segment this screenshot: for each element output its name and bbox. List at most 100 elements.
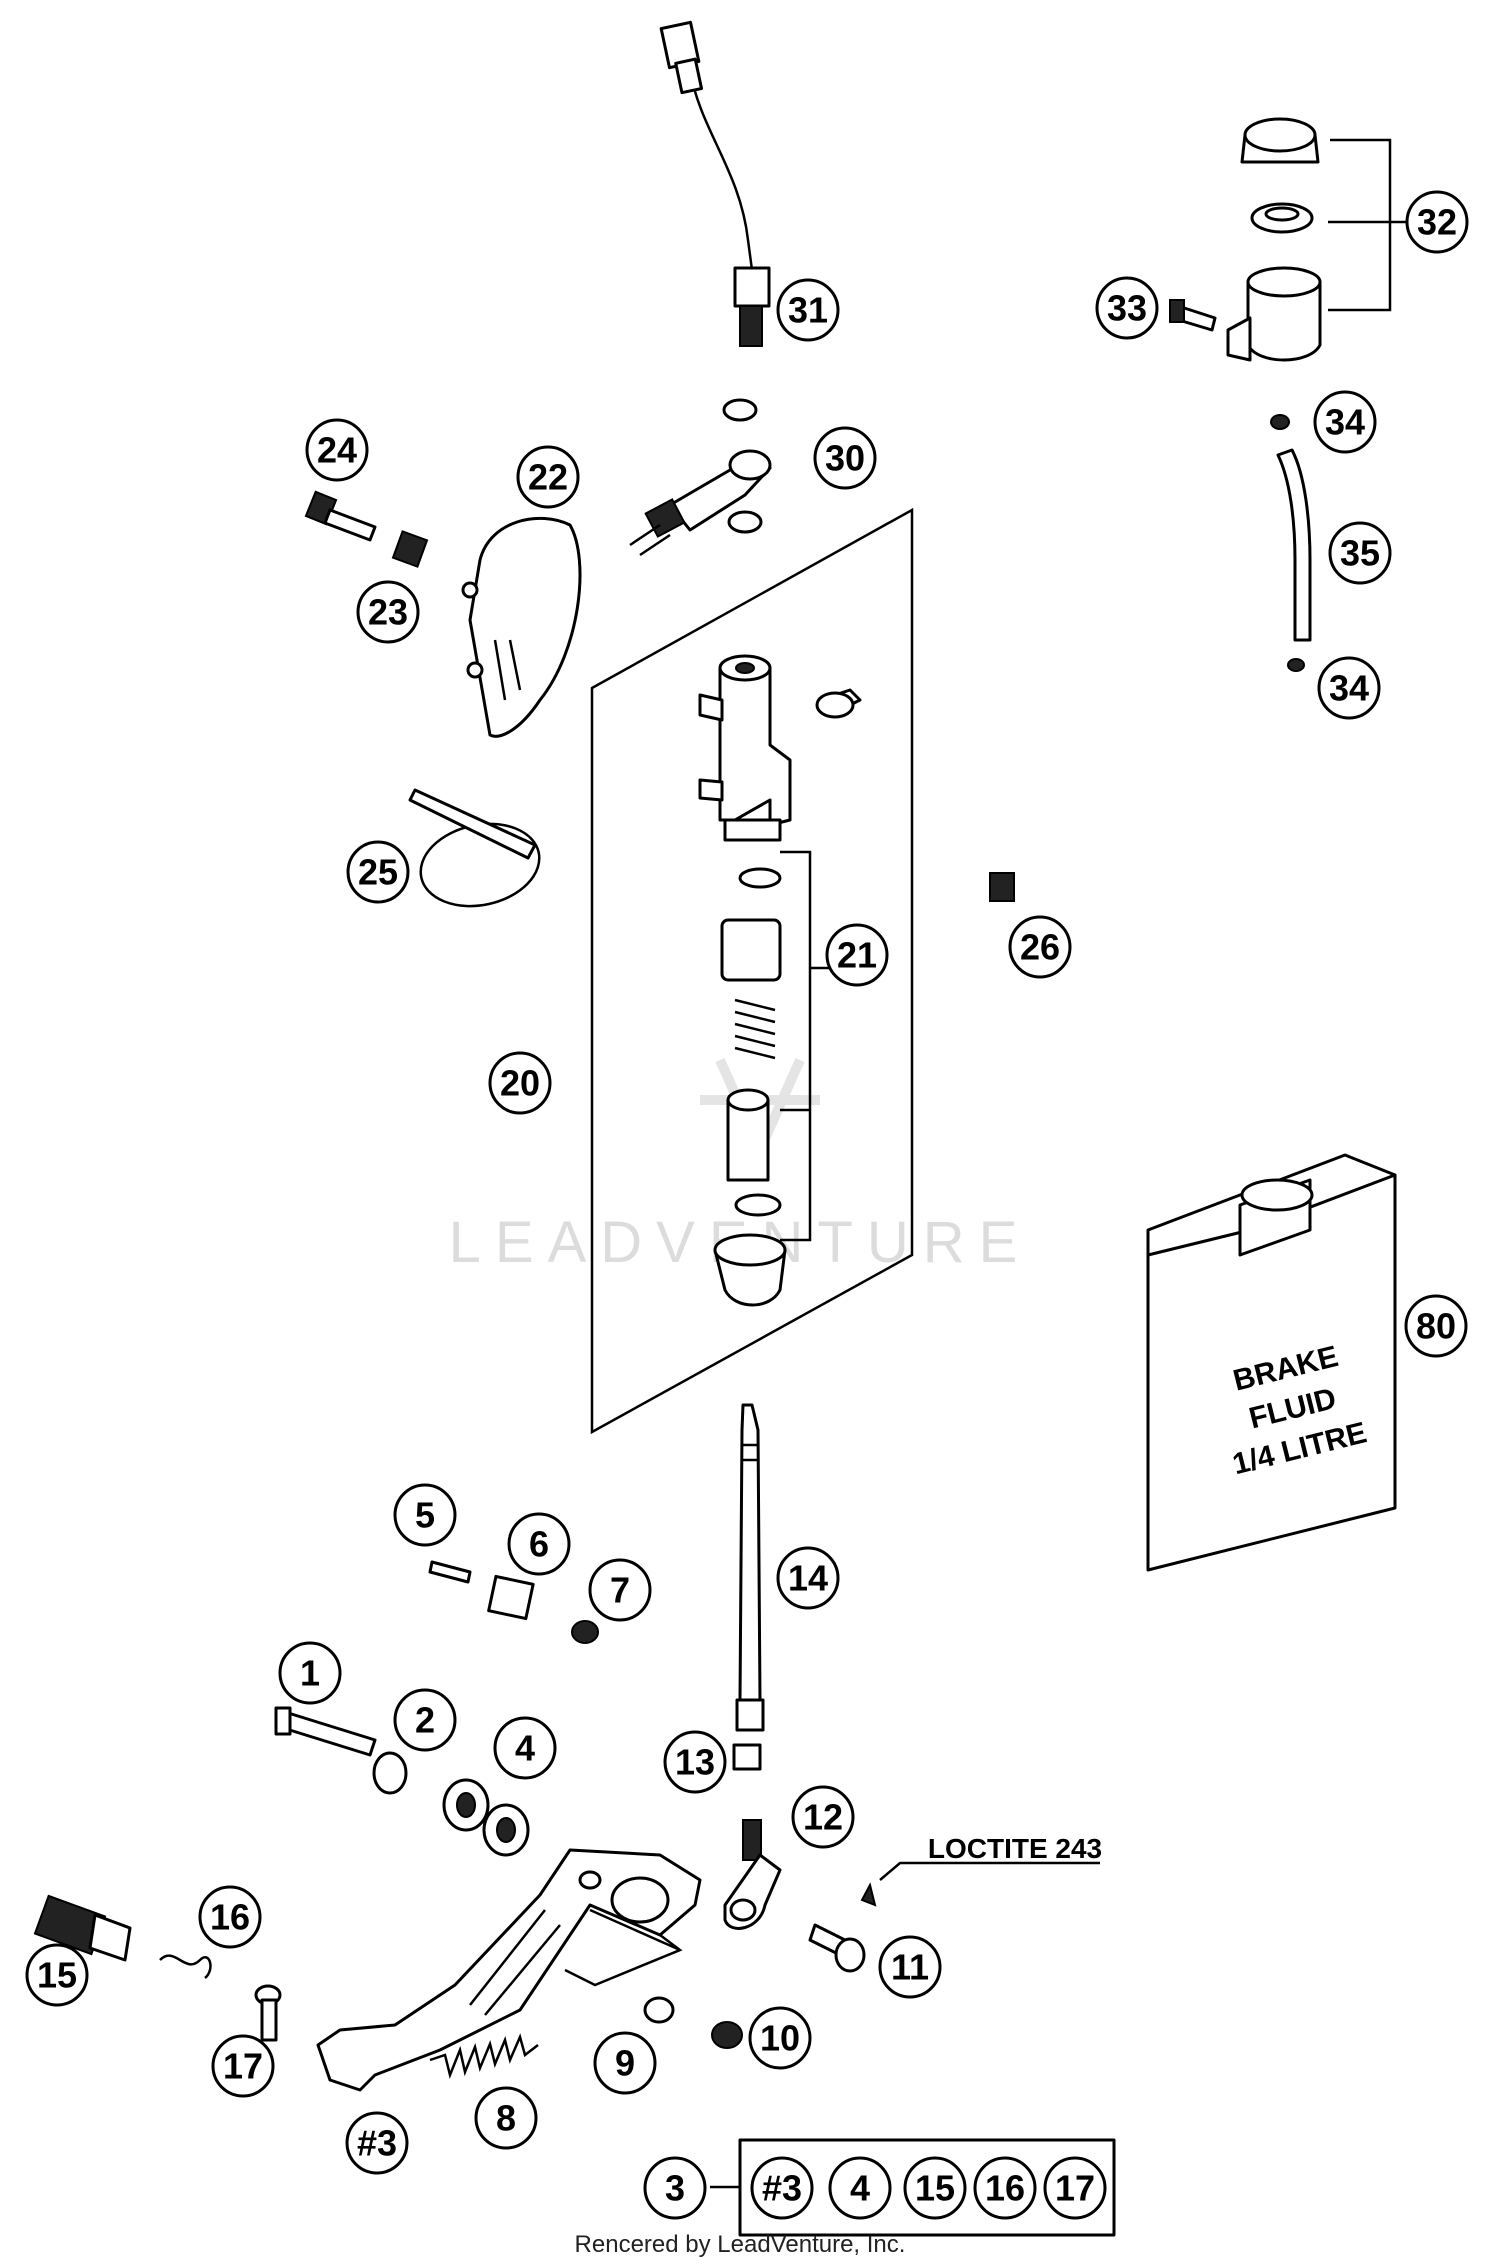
callout-c6: 6 — [507, 1512, 571, 1576]
callout-circle — [1317, 656, 1381, 720]
callout-k16: 16 — [973, 2156, 1037, 2220]
callout-circle — [198, 1885, 262, 1949]
brake-light-switch — [659, 20, 771, 347]
callout-c24: 24 — [305, 418, 369, 482]
callout-number: 14 — [788, 1558, 828, 1599]
callout-circle — [825, 923, 889, 987]
brake-fluid-can: BRAKE FLUID 1/4 LITRE — [1146, 1153, 1397, 1572]
nut-7 — [571, 1620, 599, 1644]
callout-c20: 20 — [488, 1051, 552, 1115]
nut-26 — [989, 872, 1015, 902]
callout-c26: 26 — [1008, 915, 1072, 979]
callout-circle — [791, 1785, 855, 1849]
bolt-11 — [808, 1861, 1100, 1973]
bushing-6 — [487, 1574, 535, 1621]
callout-c9: 9 — [593, 2031, 657, 2095]
callout-circle — [1008, 915, 1072, 979]
callout-circle — [750, 2156, 814, 2220]
washer-9 — [643, 1996, 675, 2024]
callout-c16: 16 — [198, 1885, 262, 1949]
callout-circle — [211, 2034, 275, 2098]
callout-number: 24 — [317, 430, 357, 471]
callout-circle — [593, 2031, 657, 2095]
nut-23 — [391, 530, 429, 568]
callout-number: 12 — [803, 1797, 843, 1838]
washer-2 — [372, 1751, 408, 1795]
callout-c3sub: #3 — [345, 2111, 409, 2175]
callout-c12: 12 — [791, 1785, 855, 1849]
brake-pedal — [316, 1848, 702, 2092]
push-rod — [735, 1403, 765, 1732]
callout-number: #3 — [357, 2123, 397, 2164]
callout-number: 34 — [1329, 668, 1369, 709]
screw-5 — [428, 1560, 472, 1584]
callout-c17: 17 — [211, 2034, 275, 2098]
callout-circle — [878, 1935, 942, 1999]
callout-number: 3 — [665, 2168, 685, 2209]
callout-number: 22 — [528, 457, 568, 498]
callout-number: 15 — [915, 2168, 955, 2209]
callout-circle — [828, 2156, 892, 2220]
callout-number: 30 — [825, 438, 865, 479]
callout-number: 17 — [223, 2046, 263, 2087]
callout-circle — [393, 1483, 457, 1547]
nut-13 — [732, 1743, 762, 1771]
callout-c34b: 34 — [1317, 656, 1381, 720]
callout-circle — [346, 840, 410, 904]
callout-number: 1 — [300, 1653, 320, 1694]
footer-credit: Rencered by LeadVenture, Inc. — [575, 2231, 906, 2258]
pin-15 — [33, 1894, 132, 1962]
callout-c23: 23 — [356, 580, 420, 644]
callout-c31: 31 — [776, 278, 840, 342]
callout-circle — [813, 426, 877, 490]
callout-number: 17 — [1055, 2168, 1095, 2209]
master-cylinder-kit — [590, 507, 914, 1435]
callout-number: 7 — [610, 1570, 630, 1611]
callout-number: 4 — [515, 1728, 535, 1769]
callout-c14: 14 — [776, 1546, 840, 1610]
callout-k3: #3 — [750, 2156, 814, 2220]
pin-17 — [254, 1984, 282, 2042]
callout-c21: 21 — [825, 923, 889, 987]
callout-circle — [1405, 190, 1469, 254]
callout-c25: 25 — [346, 840, 410, 904]
callout-number: 35 — [1340, 533, 1380, 574]
callout-c8: 8 — [474, 2086, 538, 2150]
callout-c32: 32 — [1405, 190, 1469, 254]
callout-number: 16 — [985, 2168, 1025, 2209]
callout-number: 34 — [1325, 402, 1365, 443]
callout-circle — [776, 278, 840, 342]
clevis-12 — [723, 1819, 782, 1930]
callout-number: 25 — [358, 852, 398, 893]
callout-circle — [903, 2156, 967, 2220]
callout-c10: 10 — [748, 2006, 812, 2070]
callout-c2: 2 — [393, 1688, 457, 1752]
loctite-label: LOCTITE 243 — [928, 1833, 1102, 1864]
banjo-fitting — [629, 398, 772, 557]
callout-number: 2 — [415, 1700, 435, 1741]
callout-circle — [1404, 1294, 1468, 1358]
callout-number: 9 — [615, 2043, 635, 2084]
spring-8 — [429, 2033, 539, 2080]
callout-c34a: 34 — [1313, 390, 1377, 454]
callout-circle — [973, 2156, 1037, 2220]
callout-circle — [493, 1716, 557, 1780]
callout-number: 23 — [368, 592, 408, 633]
callout-circle — [643, 2156, 707, 2220]
callout-circle — [588, 1558, 652, 1622]
callout-circle — [305, 418, 369, 482]
callout-c11: 11 — [878, 1935, 942, 1999]
callout-c15: 15 — [25, 1943, 89, 2007]
callout-circle — [393, 1688, 457, 1752]
callout-c80: 80 — [1404, 1294, 1468, 1358]
callout-c7: 7 — [588, 1558, 652, 1622]
callout-circle — [516, 445, 580, 509]
callout-number: 13 — [675, 1742, 715, 1783]
callout-c22: 22 — [516, 445, 580, 509]
callout-c33: 33 — [1095, 276, 1159, 340]
bolt-1 — [274, 1706, 377, 1757]
screw-33 — [1169, 299, 1217, 332]
